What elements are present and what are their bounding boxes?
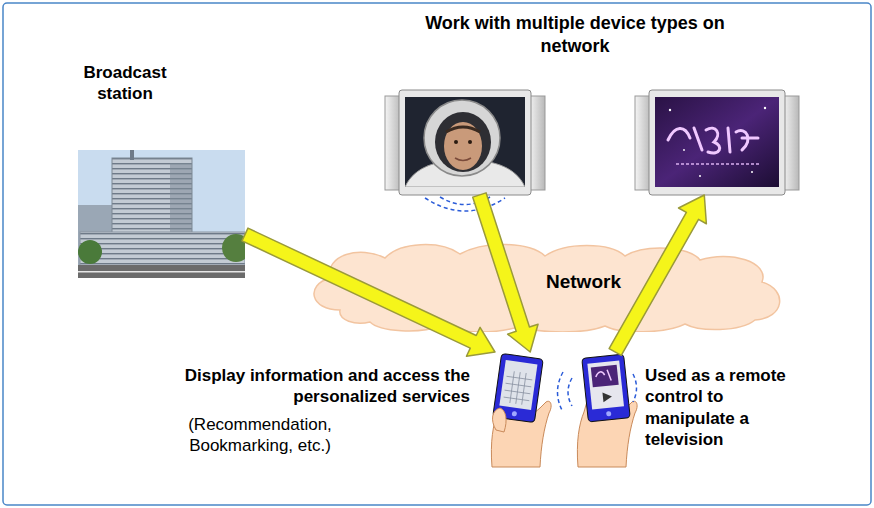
antenna xyxy=(130,150,134,160)
cloud-shape xyxy=(300,240,790,332)
television xyxy=(385,90,545,195)
phone-in-hand-left xyxy=(491,353,551,467)
phone-screen xyxy=(587,360,624,409)
station-heading: Broadcast station xyxy=(70,62,180,105)
tv-frame xyxy=(399,90,531,195)
network-cloud: Network xyxy=(300,240,790,332)
television xyxy=(635,90,800,195)
broadcast-station: Broadcast station xyxy=(78,150,245,278)
television-left xyxy=(385,90,545,211)
helmet xyxy=(424,100,500,176)
play-button xyxy=(602,391,612,402)
astronaut xyxy=(405,100,525,187)
subtitle-strokes xyxy=(676,163,760,165)
station-photo xyxy=(78,150,245,278)
road-line xyxy=(78,271,245,273)
service-examples: (Recommendation, Bookmarking, etc.) xyxy=(145,414,375,457)
hair xyxy=(446,127,480,132)
eye xyxy=(454,140,458,144)
cloud-outline xyxy=(314,244,780,332)
star xyxy=(669,109,671,111)
tv-frame xyxy=(649,90,785,195)
television-right xyxy=(635,90,799,195)
home-button xyxy=(512,411,518,417)
home-button xyxy=(606,411,611,416)
thumb xyxy=(493,408,507,432)
star xyxy=(699,175,701,177)
phone-body xyxy=(582,354,630,422)
star xyxy=(683,149,685,151)
smartphone: Display information and access the perso… xyxy=(490,352,550,467)
section-heading: Work with multiple device types on netwo… xyxy=(425,12,725,57)
keypad-grid xyxy=(503,370,533,405)
eye xyxy=(468,140,472,144)
phone-in-hand-right xyxy=(558,354,638,467)
network-label: Network xyxy=(546,270,621,294)
signal-wave xyxy=(425,198,505,211)
screen-logo xyxy=(595,369,611,382)
frame-border xyxy=(3,3,871,505)
service-description: Display information and access the perso… xyxy=(90,365,470,408)
mouth xyxy=(455,158,471,161)
road xyxy=(78,265,245,278)
visor xyxy=(435,112,491,172)
tv-screen xyxy=(405,97,525,187)
remote-description: Used as a remote control to manipulate a… xyxy=(645,365,795,450)
sky xyxy=(78,150,245,278)
smartphone: Used as a remote control to manipulate a… xyxy=(575,352,635,467)
tv-screen xyxy=(655,97,779,187)
tree xyxy=(78,240,102,264)
title-logo-strokes xyxy=(668,128,758,153)
low-building xyxy=(80,232,245,266)
face xyxy=(444,122,482,170)
signal-wave xyxy=(558,372,564,412)
star xyxy=(764,107,766,109)
tree xyxy=(222,234,245,262)
signal-wave xyxy=(633,374,637,402)
phone-screen xyxy=(499,360,537,410)
star xyxy=(751,171,753,173)
screen-picture xyxy=(591,365,619,388)
signal-wave xyxy=(568,378,572,406)
space-title-art xyxy=(668,107,766,177)
